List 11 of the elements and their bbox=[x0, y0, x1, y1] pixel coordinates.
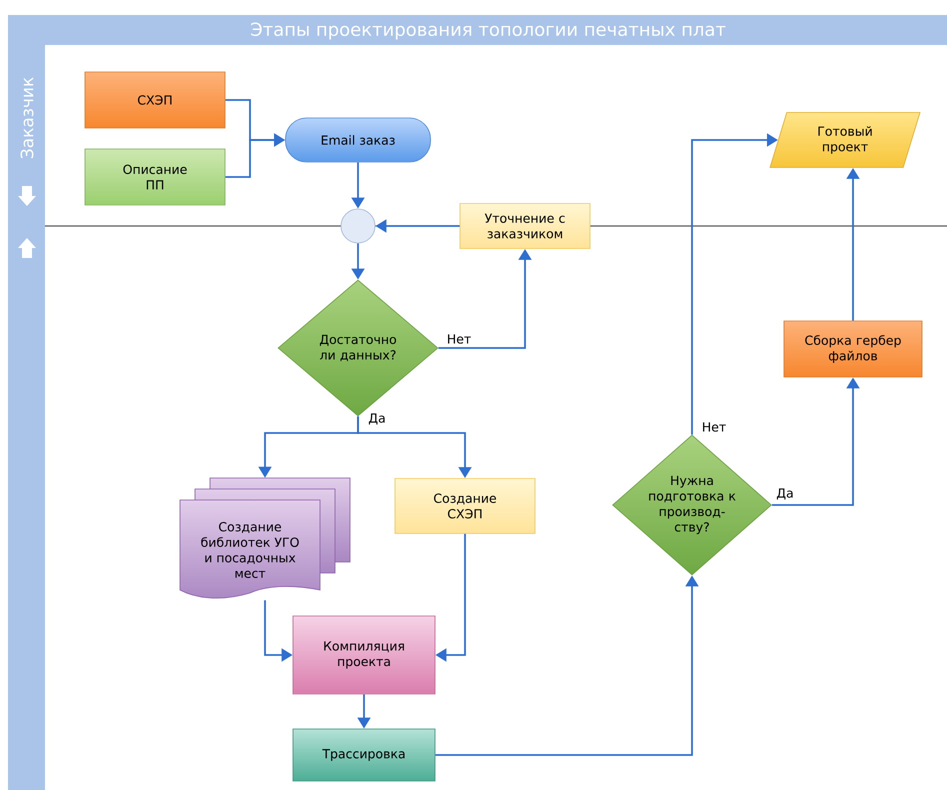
process-box: Сборка гербер файлов bbox=[784, 320, 922, 378]
process-box: СХЭП bbox=[84, 72, 226, 128]
process-box: Компиляция проекта bbox=[292, 616, 436, 694]
connector-circle bbox=[340, 208, 376, 244]
lane-label: Заказчик bbox=[20, 77, 34, 158]
process-box: Трассировка bbox=[292, 728, 436, 782]
diagram-title: Этапы проектирования топологии печатных плат bbox=[251, 22, 726, 40]
document-stack: Создание библиотек УГО и посадочных мест bbox=[180, 478, 350, 599]
process-box: Уточнение с заказчиком bbox=[460, 203, 590, 249]
process-box: Описание ПП bbox=[84, 148, 226, 206]
process-box: Создание СХЭП bbox=[394, 478, 536, 534]
